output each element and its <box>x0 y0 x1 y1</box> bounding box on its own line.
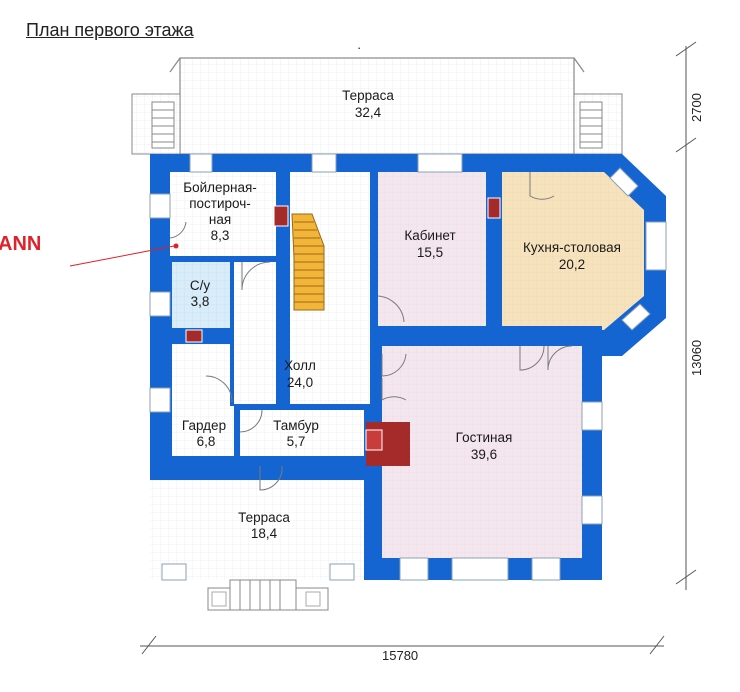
doors <box>169 172 573 491</box>
terrace-bottom-name: Терраса <box>238 510 290 525</box>
kitchen-name: Кухня-столовая <box>523 240 621 255</box>
dim-height: 13060 <box>689 340 704 376</box>
hall-area: 24,0 <box>287 375 313 390</box>
terrace-top-area: 32,4 <box>355 105 382 120</box>
flue-wc <box>185 329 203 343</box>
dim-terrace-depth: 2700 <box>689 93 704 122</box>
living-area: 39,6 <box>471 447 497 462</box>
terrace-bottom-area: 18,4 <box>251 526 278 541</box>
room-wardrobe-floor <box>172 344 234 456</box>
kitchen-area: 20,2 <box>559 257 585 272</box>
brand-label: ANN <box>0 233 41 255</box>
staircase <box>291 213 325 311</box>
brand-leader-line <box>69 245 175 267</box>
terrace-top-name: Терраса <box>342 88 394 103</box>
vestibule-area: 5,7 <box>287 434 306 449</box>
page-title: План первого этажа <box>26 20 194 40</box>
room-terrace-bottom-floor <box>150 480 364 580</box>
cabinet-name: Кабинет <box>404 228 455 243</box>
dimension-lines <box>140 41 697 655</box>
wardrobe-name: Гардер <box>182 418 226 433</box>
room-kitchen-floor <box>502 172 644 330</box>
terrace-top <box>131 57 623 155</box>
room-living-floor <box>382 346 582 558</box>
boiler-name-2: постироч- <box>189 196 251 211</box>
entrance-steps <box>207 579 329 611</box>
room-wc-floor <box>172 260 230 328</box>
living-name: Гостиная <box>456 430 513 445</box>
flue-cabinet <box>487 197 501 219</box>
dim-width: 15780 <box>382 648 418 663</box>
flue-boiler <box>273 205 289 227</box>
boiler-name-1: Бойлерная- <box>183 180 257 195</box>
wc-name: С/у <box>190 278 211 293</box>
north-mark: · <box>357 40 361 55</box>
room-cabinet-floor <box>378 172 486 326</box>
vestibule-name: Тамбур <box>273 418 319 433</box>
wardrobe-area: 6,8 <box>197 434 216 449</box>
hall-name: Холл <box>284 358 316 373</box>
cabinet-area: 15,5 <box>417 245 443 260</box>
boiler-name-3: ная <box>209 212 231 227</box>
room-vestibule-floor <box>240 410 364 456</box>
windows <box>149 153 667 581</box>
boiler-area: 8,3 <box>211 228 230 243</box>
wc-area: 3,8 <box>191 294 210 309</box>
